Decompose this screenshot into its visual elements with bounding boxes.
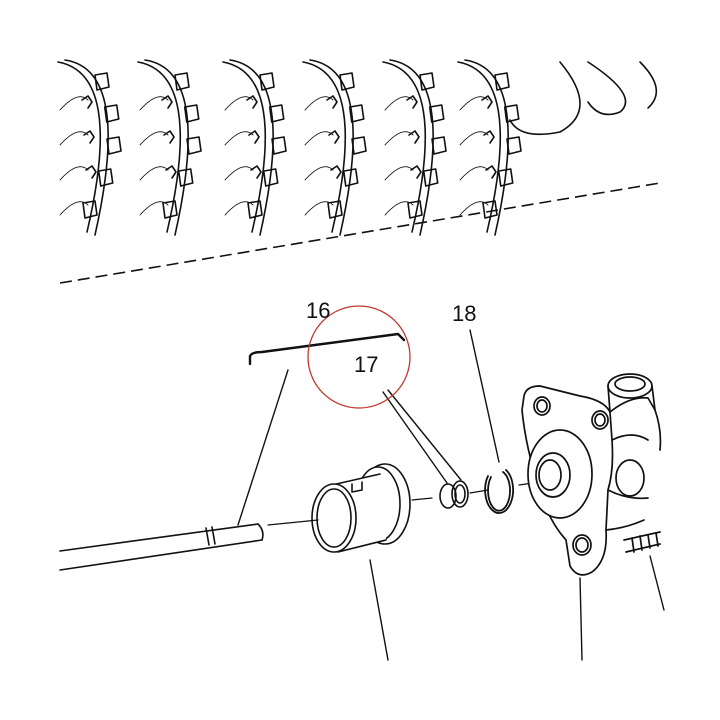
clutch-plate [57,59,122,236]
clutch-plate-stack [57,59,658,236]
o-ring-large [509,61,581,136]
callout-17: 17 [354,352,378,377]
o-rings-17 [439,480,469,509]
circlip-18 [484,469,514,514]
clutch-plate [382,59,447,236]
leader-18 [469,329,500,463]
highlight-circle [307,305,411,409]
leader-sleeve-ring [411,497,433,501]
leader-bleed-screw [649,555,665,611]
leader-rod-sleeve [267,519,319,526]
o-ring-large-3 [639,61,658,109]
leader-housing [579,577,583,661]
dashed-separator [59,182,661,284]
clutch-plate [302,59,367,236]
clutch-plate [137,59,202,236]
clutch-plate [457,59,522,236]
bracket-16 [248,332,406,366]
leader-sleeve [369,559,389,661]
leader-17b [387,389,462,481]
bushing-sleeve [311,463,411,553]
leader-16 [237,369,289,526]
push-rod [59,523,264,571]
o-ring-large-2 [587,61,627,116]
slave-cylinder-housing [521,373,662,576]
callout-18: 18 [452,301,476,326]
leader-17a [382,391,448,484]
clutch-plate [222,59,287,236]
callout-16: 16 [306,298,330,323]
